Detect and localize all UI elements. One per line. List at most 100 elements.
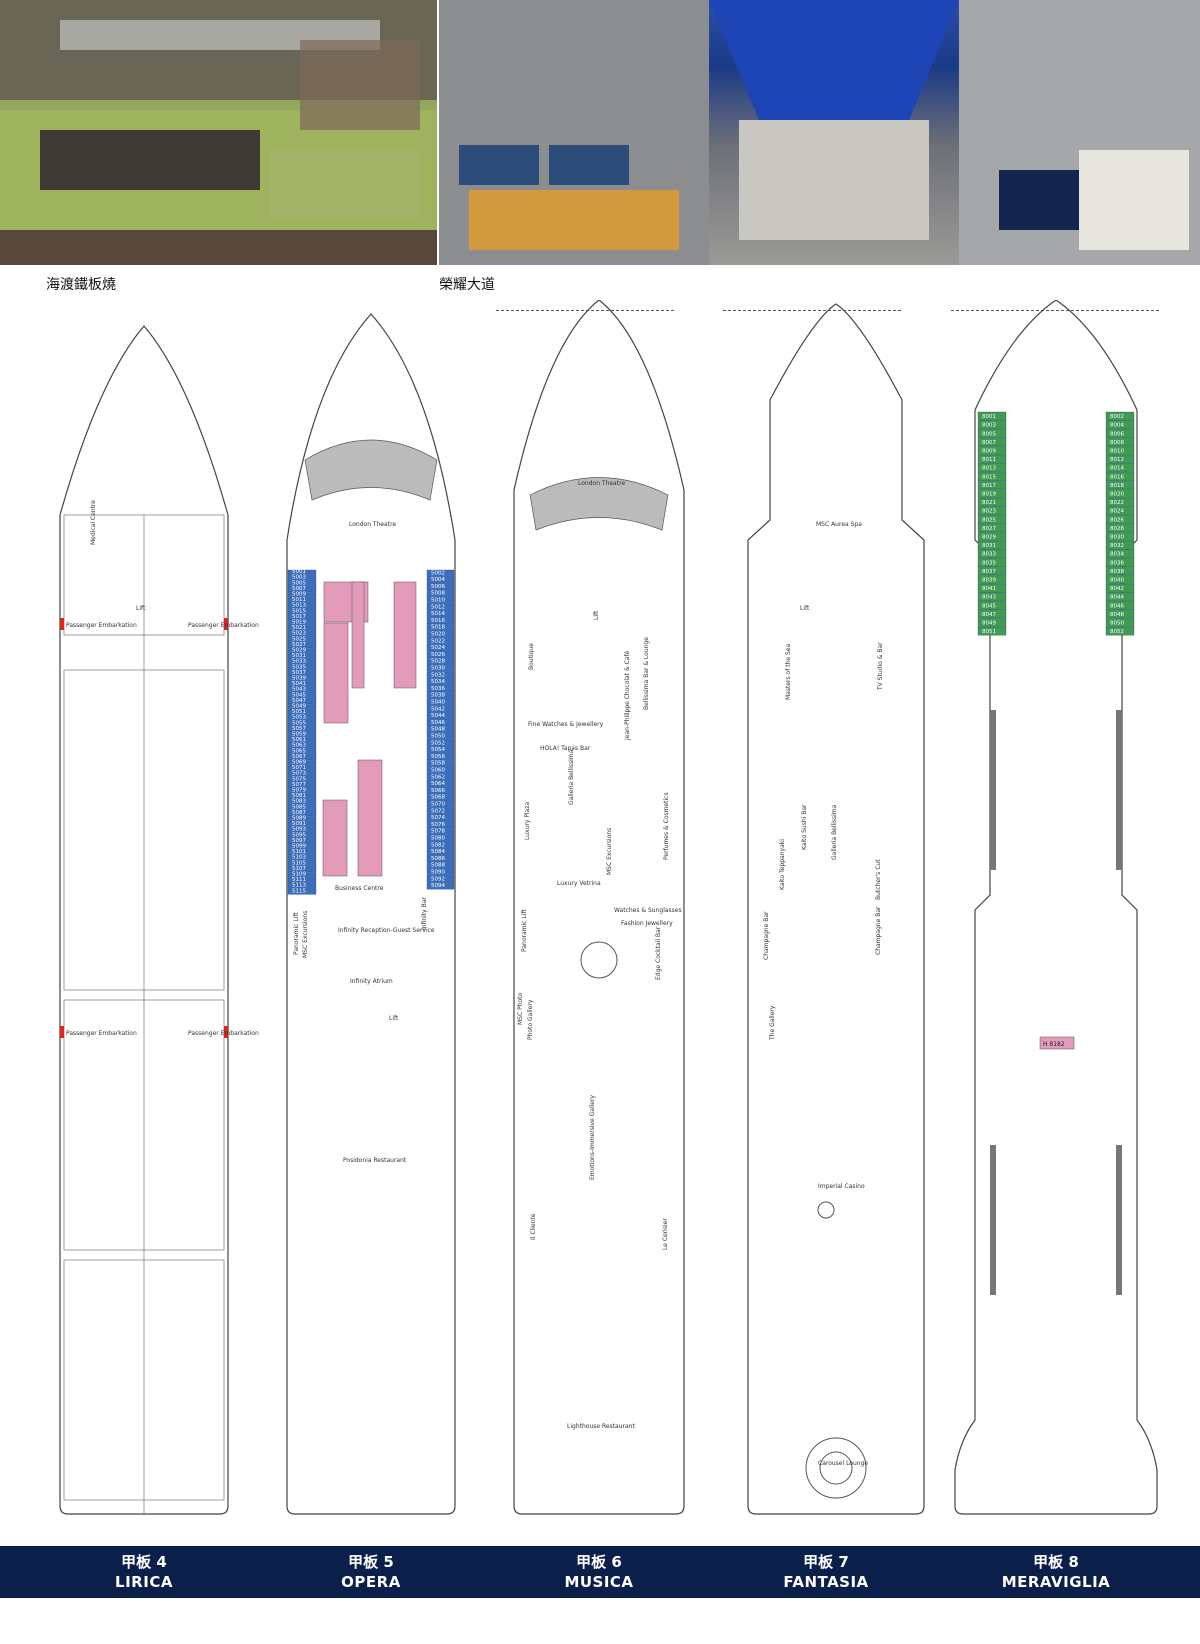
deck-7-label-6: Galleria Bellissima	[831, 804, 838, 860]
cabin-cell	[287, 704, 317, 710]
deck-7-number: 甲板 7	[803, 1553, 849, 1571]
cabin-cell	[1105, 497, 1135, 507]
deck-5-label-6: Infinity Bar	[421, 897, 428, 930]
cabin-number: 5101	[292, 849, 306, 855]
cabin-cell	[1105, 532, 1135, 541]
cabin-number: 5010	[431, 598, 445, 604]
cabin-cell	[977, 609, 1007, 619]
deck-5-label-4: Panoramic Lift	[293, 912, 300, 955]
cabin-cell	[287, 849, 317, 856]
deck-6-footer: 甲板 6 MUSICA	[509, 1552, 689, 1592]
cabin-number: 8036	[1110, 560, 1124, 566]
cabin-cell	[426, 821, 455, 829]
deck-8-plan: 8001800380058007800980118013801580178019…	[954, 300, 1158, 1515]
cabin-number: 8029	[982, 535, 996, 541]
cabin-number: 5042	[431, 706, 445, 712]
cabin-cell	[426, 780, 455, 788]
cabin-number: 5029	[292, 648, 306, 654]
deck-8-cabins: 8001800380058007800980118013801580178019…	[977, 411, 1135, 636]
cabin-number: 8027	[982, 526, 996, 532]
cabin-cell	[287, 861, 317, 867]
deck-6-label-14: Panoramic Lift	[521, 909, 528, 952]
cabin-number: 5074	[431, 815, 445, 821]
cabin-cell	[1105, 480, 1135, 490]
cabin-cell	[426, 807, 455, 815]
cabin-cell	[977, 592, 1007, 601]
cabin-cell	[287, 760, 317, 766]
cabin-number: 5075	[292, 776, 306, 782]
deck-7-label-5: Kaito Teppanyaki	[779, 839, 786, 890]
cabin-cell	[426, 699, 455, 706]
cabin-number: 5086	[431, 856, 445, 862]
deck-7-label-10: The Gallery	[769, 1005, 776, 1041]
cabin-number: 5105	[292, 860, 306, 866]
galleria-caption: 榮耀大道	[439, 277, 495, 293]
deck-6-label-7: Galleria Bellissima	[568, 749, 575, 805]
deck-4-name: LIRICA	[115, 1573, 173, 1591]
cabin-number: 8052	[1110, 629, 1124, 635]
cabin-cell	[977, 454, 1007, 464]
cabin-number: 5083	[292, 799, 306, 805]
cabin-number: 8045	[982, 603, 996, 609]
cabin-cell	[287, 586, 317, 593]
cabin-number: 5004	[431, 577, 445, 583]
deck-4-label-0: Medical Centre	[90, 500, 97, 545]
cabin-cell	[1105, 446, 1135, 455]
cabin-cell	[426, 787, 455, 795]
cabin-number: 8009	[982, 449, 996, 455]
cabin-number: 5006	[431, 584, 445, 590]
cabin-cell	[426, 739, 455, 747]
deck-5-label-8: Lift	[389, 1015, 399, 1022]
cabin-number: 5027	[292, 642, 306, 648]
deck-7-label-9: Champagne Bar	[875, 906, 882, 955]
cabin-number: 5088	[431, 863, 445, 869]
cabin-cell	[287, 687, 317, 693]
cabin-cell	[1105, 437, 1135, 447]
cabin-cell	[1105, 583, 1135, 593]
cabin-number: 5099	[292, 844, 306, 850]
cabin-cell	[426, 814, 455, 822]
cabin-cell	[426, 841, 455, 849]
cabin-cell	[977, 429, 1007, 438]
cabin-number: 5028	[431, 659, 445, 665]
cabin-number: 5097	[292, 838, 306, 844]
deck-8-dash-line	[951, 310, 1159, 311]
cabin-number: 5025	[292, 636, 306, 642]
deck-5-label-5: Infinity Reception-Guest Service	[338, 927, 435, 934]
deck-6-label-12: Watches & Sunglasses	[614, 907, 682, 914]
cabin-number: 5040	[431, 700, 445, 706]
deck-4-label-2: Passenger Embarkation	[188, 622, 259, 629]
cabin-cell	[287, 642, 317, 649]
cabin-cell	[1105, 601, 1135, 610]
cabin-cell	[287, 827, 317, 833]
deck-7-label-4: Kaito Sushi Bar	[801, 804, 808, 850]
cabin-number: 8001	[982, 414, 996, 420]
cabin-cell	[287, 625, 317, 632]
cabin-cell	[426, 746, 455, 754]
cabin-cell	[426, 665, 455, 672]
cabin-number: 5087	[292, 810, 306, 816]
cabin-number: 5073	[292, 771, 306, 777]
cabin-cell	[426, 801, 455, 808]
cabin-cell	[426, 617, 455, 625]
cabin-number: 5024	[431, 645, 445, 651]
deck-6-label-10: Perfumes & Cosmetics	[663, 792, 670, 860]
deck-4-label-4: Passenger Embarkation	[66, 1030, 137, 1037]
cabin-cell	[1105, 489, 1135, 498]
cabin-number: 8008	[1110, 440, 1124, 446]
cabin-cell	[977, 540, 1007, 550]
deck-6-label-3: Bellissima Bar & Lounge	[643, 637, 650, 710]
deck-6-label-18: Emotions-Immersive Gallery	[589, 1095, 596, 1180]
deck-footer-bar	[0, 1546, 1200, 1598]
cabin-number: 8005	[982, 431, 996, 437]
cabin-number: 5041	[292, 681, 306, 687]
cabin-number: 5020	[431, 632, 445, 638]
cabin-cell	[426, 671, 455, 679]
cabin-cell	[287, 883, 317, 889]
cabin-number: 8020	[1110, 492, 1124, 498]
cabin-number: 8019	[982, 492, 996, 498]
cabin-number: 5082	[431, 842, 445, 848]
cabin-cell	[287, 698, 317, 705]
deck-6-label-5: Jean-Philippe Chocolat & Café	[624, 650, 631, 741]
cabin-number: 5053	[292, 715, 306, 721]
